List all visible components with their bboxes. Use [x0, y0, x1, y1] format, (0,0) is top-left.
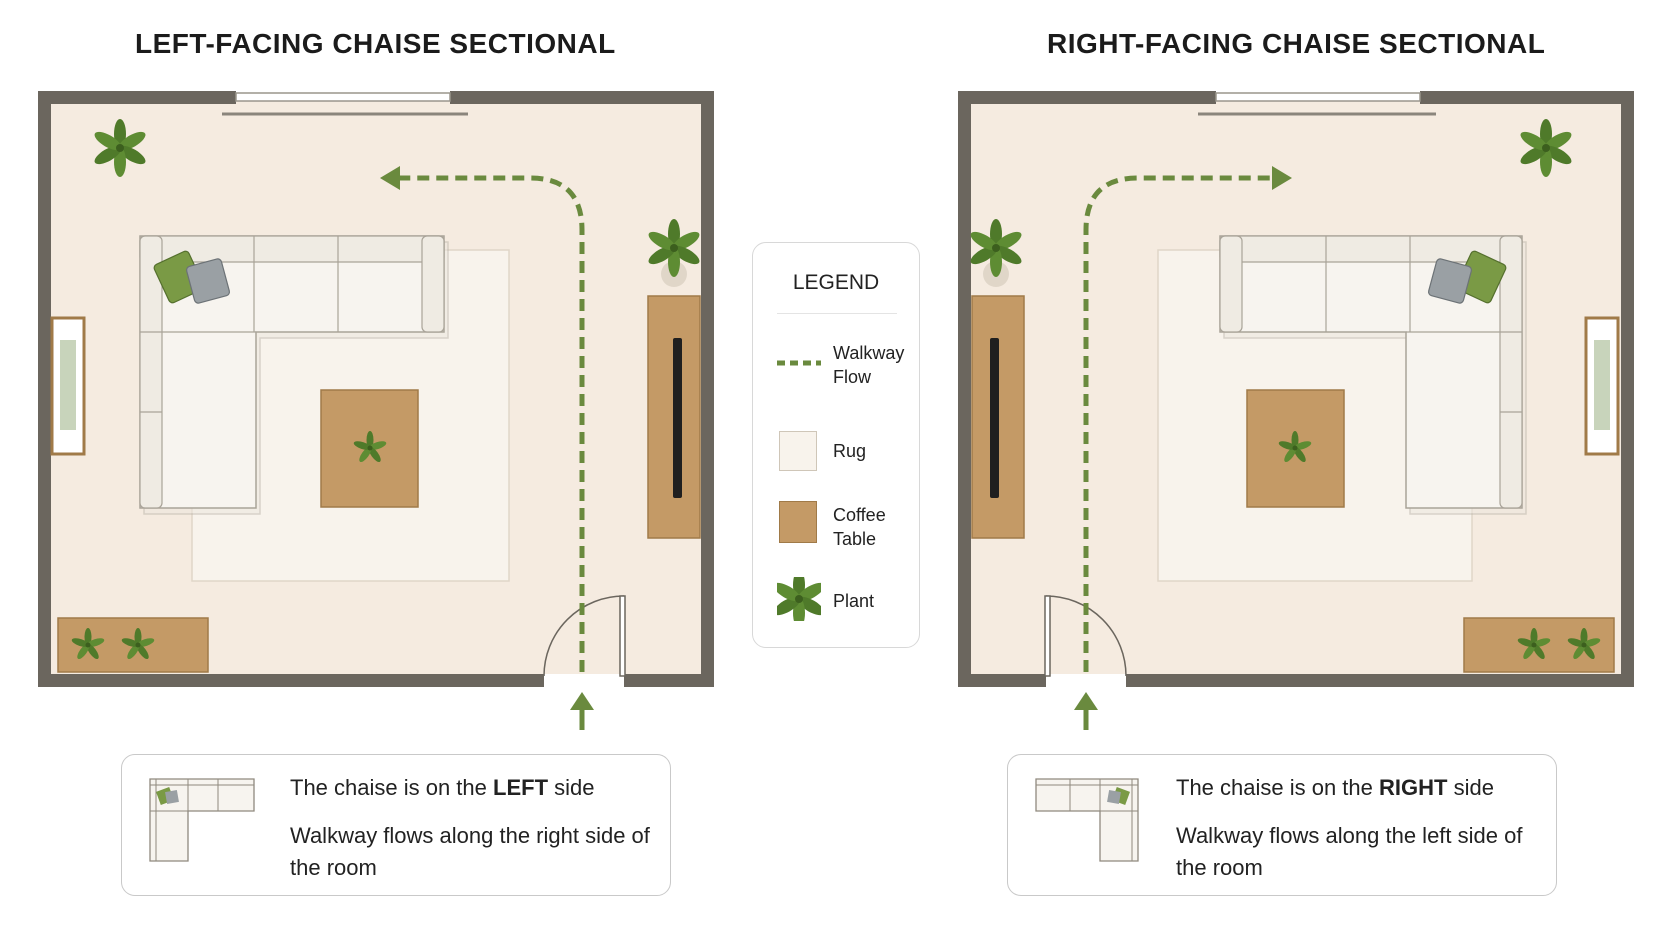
- right-door-swing: [1045, 595, 1127, 677]
- right-room-wall-top-left: [958, 91, 1216, 104]
- right-room-wall-top-right: [1420, 91, 1634, 104]
- legend-label-plant: Plant: [833, 591, 875, 611]
- left-walkway-path: [396, 175, 585, 672]
- plant-icon: [777, 577, 821, 621]
- left-chaise-caption: The chaise is on the LEFT side: [290, 775, 595, 801]
- left-door-swing: [543, 595, 625, 677]
- left-sofa-thumbnail-icon: [149, 778, 255, 862]
- left-door: [619, 595, 626, 677]
- right-room-wall-bottom-left: [958, 674, 1046, 687]
- right-walkway-path: [1083, 175, 1276, 672]
- right-room-wall-left: [958, 91, 971, 687]
- right-caption-side: RIGHT: [1379, 775, 1448, 800]
- left-room-wall-bottom-right: [624, 674, 714, 687]
- right-tv: [990, 338, 999, 498]
- left-info-card: The chaise is on the LEFT side Walkway f…: [121, 754, 671, 896]
- right-walkway-arrowhead: [1272, 166, 1292, 190]
- right-room-wall-bottom-right: [1126, 674, 1634, 687]
- left-room: [38, 91, 714, 730]
- left-room-wall-top-right: [450, 91, 714, 104]
- rug-swatch-icon: [779, 431, 817, 471]
- left-caption-side: LEFT: [493, 775, 549, 800]
- right-caption-suffix: side: [1453, 775, 1494, 800]
- left-sectional-sofa: [139, 235, 449, 515]
- right-chaise-caption: The chaise is on the RIGHT side: [1176, 775, 1494, 801]
- left-tv: [673, 338, 682, 498]
- right-info-card: The chaise is on the RIGHT side Walkway …: [1007, 754, 1557, 896]
- right-room: [958, 91, 1634, 730]
- left-room-wall-bottom-left: [38, 674, 544, 687]
- right-plan-title: RIGHT-FACING CHAISE SECTIONAL: [1047, 28, 1546, 59]
- right-sofa-thumbnail-icon: [1035, 778, 1139, 862]
- left-room-wall-top-left: [38, 91, 236, 104]
- left-entry-arrowhead: [570, 692, 594, 710]
- legend-label-rug: Rug: [833, 441, 867, 461]
- right-entry-arrowhead: [1074, 692, 1098, 710]
- right-door: [1044, 595, 1051, 677]
- left-caption-suffix: side: [554, 775, 595, 800]
- left-room-window: [235, 92, 451, 102]
- right-room-window: [1215, 92, 1421, 102]
- right-room-wall-right: [1621, 91, 1634, 687]
- coffee-table-swatch-icon: [779, 501, 817, 543]
- left-walkway-arrowhead: [380, 166, 400, 190]
- legend-label-walkway: Walkway Flow: [833, 343, 905, 387]
- legend-title: LEGEND: [792, 271, 880, 294]
- right-walkway-caption: Walkway flows along the left side of the…: [1176, 823, 1523, 880]
- dashed-line-icon: [777, 360, 821, 366]
- legend-panel: LEGEND Walkway Flow Rug Coffee Table Pla…: [752, 242, 920, 648]
- legend-label-coffee-table: Coffee Table: [833, 505, 886, 549]
- right-sectional-sofa: [1219, 235, 1527, 515]
- right-caption-prefix: The chaise is on the: [1176, 775, 1373, 800]
- left-caption-prefix: The chaise is on the: [290, 775, 487, 800]
- left-room-wall-right: [701, 91, 714, 687]
- left-room-wall-left: [38, 91, 51, 687]
- left-walkway-caption: Walkway flows along the right side of th…: [290, 823, 650, 880]
- legend-divider: [777, 313, 897, 314]
- left-plan-title: LEFT-FACING CHAISE SECTIONAL: [135, 28, 616, 59]
